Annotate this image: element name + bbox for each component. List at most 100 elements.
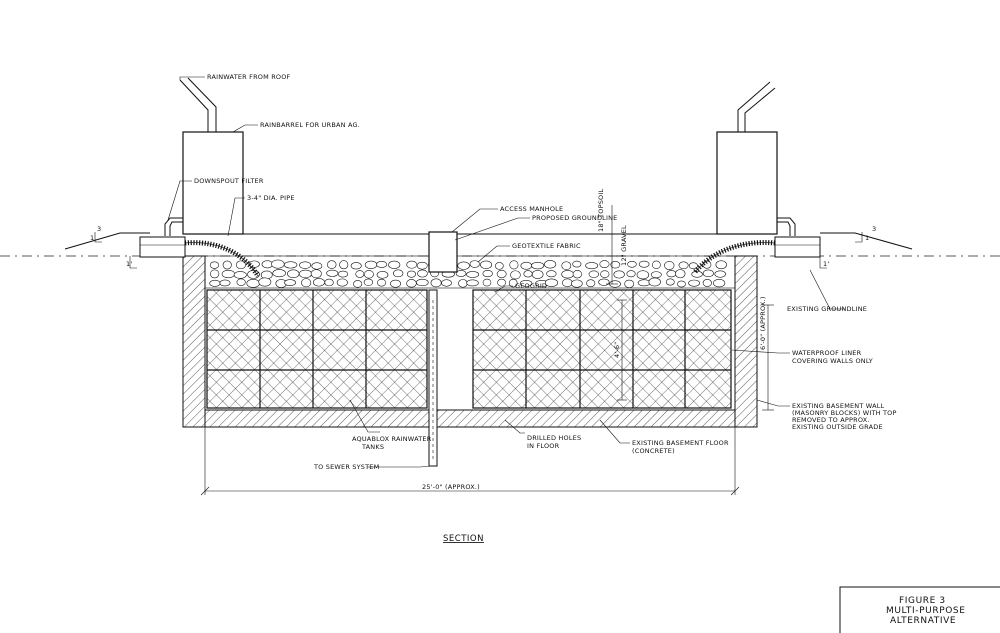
gravel-stone: [520, 261, 533, 270]
label-small-dim-left: 1': [126, 260, 132, 268]
gravel-stone: [406, 270, 416, 278]
gravel-stone: [417, 269, 428, 278]
gravel-stone: [531, 261, 545, 270]
label-rainbarrel: RAINBARREL FOR URBAN AG.: [260, 121, 360, 129]
gravel-stone: [272, 269, 286, 278]
gravel-stone: [626, 270, 636, 278]
gravel-stone: [627, 260, 637, 268]
gravel-stone: [326, 269, 339, 277]
gravel-stone: [510, 270, 521, 280]
gravel-stone: [652, 260, 661, 270]
label-basement-wall-3: REMOVED TO APPROX.: [792, 416, 870, 424]
gravel-stone: [509, 260, 519, 270]
gravel-stone: [222, 260, 232, 270]
gravel-stone: [648, 277, 661, 287]
gravel-stone: [561, 270, 574, 279]
gravel-stone: [482, 269, 493, 278]
gravel-stone: [495, 262, 504, 270]
label-basement-floor-2: (CONCRETE): [632, 447, 675, 455]
label-topsoil: 18" TOPSOIL: [597, 189, 605, 232]
gravel-stone: [650, 271, 662, 279]
left-downspout: [179, 79, 209, 132]
gravel-stone: [299, 269, 313, 279]
label-basement-wall-4: EXISTING OUTSIDE GRADE: [792, 423, 883, 431]
label-proposed-groundline: PROPOSED GROUNDLINE: [532, 214, 618, 222]
gravel-stone: [572, 270, 583, 279]
left-downspout-filter: [139, 236, 186, 258]
gravel-stone: [416, 278, 429, 287]
label-aquablox-1: AQUABLOX RAINWATER: [352, 435, 432, 443]
label-slope-left-3: 3: [97, 225, 101, 233]
gravel-stone: [546, 270, 557, 278]
label-dia-pipe: 3-4" DIA. PIPE: [247, 194, 295, 202]
gravel-stone: [209, 261, 220, 269]
gravel-stone: [599, 260, 610, 268]
gravel-stone: [457, 261, 470, 270]
gravel-stone: [571, 279, 583, 288]
gravel-stone: [353, 280, 363, 288]
gravel-stone: [675, 269, 686, 279]
gravel-stone: [496, 269, 507, 279]
gravel-stone: [691, 270, 703, 278]
gravel-stone: [519, 280, 533, 287]
gravel-stone: [637, 279, 651, 287]
gravel-stone: [636, 270, 650, 280]
basement-floor: [204, 409, 736, 428]
gravel-stone: [561, 261, 572, 271]
gravel-stone: [572, 260, 582, 268]
gravel-stone: [221, 269, 235, 279]
right-slope: [820, 232, 913, 250]
gravel-stone: [678, 261, 689, 270]
gravel-stone: [466, 271, 480, 278]
gravel-stone: [376, 271, 389, 279]
gravel-stone: [677, 280, 686, 288]
gravel-stone: [441, 279, 452, 287]
left-basement-wall: [182, 255, 206, 428]
gravel-stone: [482, 278, 492, 287]
gravel-stone: [339, 260, 349, 270]
gravel-stone: [666, 270, 677, 278]
gravel-stone: [235, 260, 246, 270]
label-dim-height: 6'-0" (APPROX.): [759, 296, 767, 350]
gravel-stone: [355, 270, 365, 278]
gravel-stone: [364, 260, 378, 269]
label-downspout-filter: DOWNSPOUT FILTER: [194, 177, 264, 185]
gravel-stone: [714, 270, 726, 278]
label-slope-right-3: 3: [872, 225, 876, 233]
access-manhole: [428, 231, 458, 273]
gravel-stone: [350, 262, 362, 270]
gravel-stone: [523, 270, 533, 278]
gravel-stone: [624, 279, 635, 289]
gravel-stone: [283, 261, 298, 269]
gravel-stone: [363, 278, 374, 286]
gravel-stone: [664, 261, 675, 270]
label-slope-left-1: 1: [90, 234, 94, 242]
gravel-stone: [406, 260, 418, 269]
gravel-stone: [586, 279, 596, 288]
figure-subtitle-1: MULTI-PURPOSE: [886, 606, 966, 616]
label-access-manhole: ACCESS MANHOLE: [500, 205, 563, 213]
gravel-stone: [311, 262, 323, 270]
gravel-stone: [458, 279, 468, 288]
label-dim-inner: 4'-6": [613, 342, 621, 358]
gravel-stone: [219, 279, 231, 287]
gravel-stone: [209, 279, 221, 287]
gravel-stone: [388, 260, 401, 269]
gravel-stone: [713, 278, 726, 288]
gravel-stone: [258, 277, 272, 287]
gravel-layer: [204, 255, 736, 289]
gravel-stone: [610, 261, 621, 269]
gravel-stone: [210, 269, 220, 279]
right-basement-wall: [734, 255, 758, 428]
label-geogrid: GEOGRID: [515, 282, 547, 290]
gravel-stone: [613, 270, 625, 279]
label-slope-right-1: 1: [865, 234, 869, 242]
label-geotextile-fabric: GEOTEXTILE FABRIC: [512, 242, 581, 250]
gravel-stone: [271, 259, 285, 269]
gravel-stone: [430, 278, 442, 288]
section-title: SECTION: [443, 534, 484, 544]
gravel-stone: [301, 278, 312, 288]
gravel-stone: [508, 278, 518, 288]
gravel-stone: [638, 260, 650, 268]
